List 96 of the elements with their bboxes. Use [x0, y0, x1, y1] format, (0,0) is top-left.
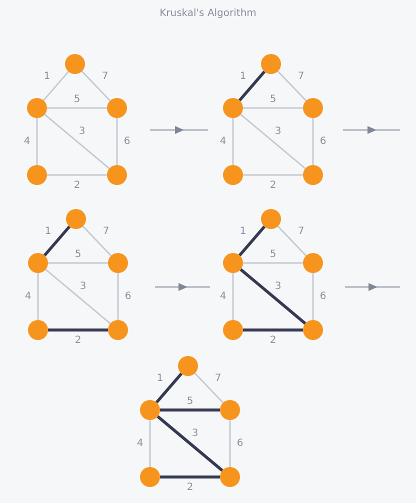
- edge-weight: 4: [24, 136, 30, 148]
- edge-weight: 1: [156, 373, 164, 385]
- vertex-circle: [261, 54, 281, 74]
- graph-edge: [117, 273, 119, 320]
- graph-edge: [149, 420, 151, 467]
- graph-edge: [44, 114, 110, 170]
- edge-weight: 3: [80, 280, 86, 292]
- graph-edge: [229, 420, 231, 467]
- graph-edge: [45, 268, 111, 324]
- graph-edge: [232, 273, 234, 320]
- graph-edge: [243, 328, 303, 332]
- vertex-circle: [108, 253, 128, 273]
- graph-edge: [312, 273, 314, 320]
- vertex-circle: [65, 54, 85, 74]
- vertex-circle: [223, 165, 243, 185]
- title: Kruskal's Algorithm: [160, 8, 256, 19]
- graph-edge: [37, 273, 39, 320]
- graph-edge: [43, 226, 71, 256]
- vertex-circle: [220, 467, 240, 487]
- vertex-circle: [108, 320, 128, 340]
- graph-edge: [243, 107, 303, 109]
- vertex-circle: [140, 400, 160, 420]
- graph-edge: [116, 118, 118, 165]
- vertex-circle: [140, 467, 160, 487]
- graph-edge: [160, 408, 220, 412]
- edge-weight: 1: [44, 226, 52, 238]
- edge-weight: 4: [220, 290, 226, 302]
- edge-weight: 5: [270, 249, 276, 261]
- graph-edge: [312, 118, 314, 165]
- graph-edge: [277, 70, 307, 102]
- graph-edge: [194, 372, 224, 404]
- graph-edge: [48, 328, 108, 332]
- edge-weight: 7: [102, 226, 110, 238]
- vertex-circle: [27, 98, 47, 118]
- vertex-circle: [303, 98, 323, 118]
- edge-weight: 2: [270, 180, 276, 192]
- edge-weight: 2: [74, 335, 82, 347]
- graph-edge: [240, 114, 306, 170]
- edge-weight: 3: [78, 126, 86, 138]
- graph-edge: [36, 118, 38, 165]
- vertex-circle: [303, 320, 323, 340]
- edge-weight: 2: [270, 335, 276, 347]
- graph-edge: [82, 226, 112, 256]
- vertex-circle: [303, 165, 323, 185]
- vertex-circle: [28, 253, 48, 273]
- graph-edge: [155, 372, 183, 404]
- graph-edge: [277, 226, 307, 256]
- graph-edge: [47, 107, 107, 109]
- vertex-circle: [178, 356, 198, 376]
- vertex-circle: [303, 253, 323, 273]
- graph-edge: [240, 268, 306, 325]
- vertex-circle: [28, 320, 48, 340]
- edge-weight: 1: [240, 226, 246, 238]
- edge-weight: 6: [320, 136, 326, 148]
- edge-weight: 5: [186, 396, 194, 408]
- edge-weight: 6: [236, 438, 244, 450]
- edge-weight: 5: [270, 94, 276, 106]
- graph-edge: [243, 262, 303, 264]
- edge-weight: 3: [274, 280, 282, 292]
- graph-edge: [243, 174, 303, 176]
- graph-edge: [47, 174, 107, 176]
- edge-weight: 7: [298, 71, 304, 83]
- vertex-circle: [107, 98, 127, 118]
- edge-weight: 4: [136, 438, 144, 450]
- vertex-circle: [223, 253, 243, 273]
- edge-weight: 1: [240, 71, 246, 83]
- vertex-circle: [261, 209, 281, 229]
- edge-weight: 6: [124, 136, 130, 148]
- graph-edge: [160, 476, 220, 478]
- edge-weight: 5: [74, 94, 80, 106]
- edge-weight: 7: [102, 71, 108, 83]
- vertex-circle: [220, 400, 240, 420]
- edge-weight: 4: [220, 136, 226, 148]
- vertex-circle: [223, 320, 243, 340]
- edge-weight: 2: [74, 180, 80, 192]
- edge-weight: 3: [274, 126, 282, 138]
- graph-edge: [156, 415, 224, 472]
- edge-weight: 6: [320, 290, 326, 302]
- graph-edge: [238, 226, 266, 256]
- edge-weight: 1: [44, 71, 50, 83]
- edge-weight: 3: [192, 428, 198, 440]
- vertex-circle: [66, 209, 86, 229]
- vertex-circle: [107, 165, 127, 185]
- graph-edge: [238, 70, 266, 102]
- graph-edge: [81, 70, 111, 102]
- graph-edge: [48, 262, 108, 264]
- edge-weight: 5: [74, 249, 82, 261]
- vertex-circle: [223, 98, 243, 118]
- edge-weight: 6: [124, 290, 132, 302]
- edge-weight: 4: [24, 290, 32, 302]
- edge-weight: 7: [214, 373, 222, 385]
- vertex-circle: [27, 165, 47, 185]
- graph-edge: [42, 71, 70, 101]
- edge-weight: 2: [186, 482, 194, 494]
- graph-edge: [232, 118, 234, 165]
- edge-weight: 7: [298, 226, 304, 238]
